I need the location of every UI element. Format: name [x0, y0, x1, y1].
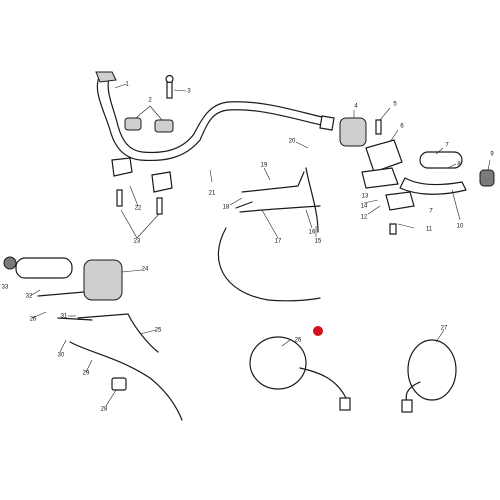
lower-cables	[57, 313, 183, 421]
callout-31: 31	[61, 314, 68, 320]
left-mirror	[249, 336, 351, 411]
callout-7-lower: 7	[429, 209, 433, 215]
leader-lines	[29, 83, 491, 407]
callout-14: 14	[361, 204, 368, 210]
callout-7-upper: 7	[445, 143, 449, 149]
callout-26-mirror: 26	[295, 338, 302, 344]
callout-20: 20	[289, 139, 296, 145]
callout-29: 29	[83, 371, 90, 377]
callout-23: 23	[134, 239, 141, 245]
callout-3: 3	[187, 89, 191, 95]
riser-clamps	[124, 74, 174, 133]
callout-27: 27	[441, 326, 448, 332]
handlebar	[95, 71, 335, 162]
callout-13: 13	[362, 194, 369, 200]
highlight-marker	[313, 326, 323, 336]
cables	[217, 167, 321, 302]
callout-26-left: 26	[30, 317, 37, 323]
bar-end-weight	[479, 169, 495, 187]
callout-24: 24	[142, 267, 149, 273]
right-mirror	[401, 339, 457, 413]
risers	[111, 157, 173, 215]
callout-labels: 1 2 3 4 5 6 7 7 8 9 10 11 12 13 14 15 16…	[2, 82, 495, 413]
callout-2: 2	[148, 98, 152, 104]
left-switch-throttle	[3, 256, 123, 301]
right-switch-housing	[339, 117, 382, 147]
callout-11: 11	[426, 227, 433, 233]
callout-25: 25	[155, 328, 162, 334]
brake-master-cylinder	[361, 139, 467, 235]
callout-9: 9	[490, 152, 494, 158]
callout-32: 32	[26, 294, 33, 300]
callout-22: 22	[135, 206, 142, 212]
callout-18: 18	[223, 205, 230, 211]
callout-15: 15	[315, 239, 322, 245]
callout-12: 12	[361, 215, 368, 221]
callout-6: 6	[400, 124, 404, 130]
callout-10: 10	[457, 224, 464, 230]
callout-33: 33	[2, 285, 9, 291]
callout-28: 28	[101, 407, 108, 413]
callout-5: 5	[393, 102, 397, 108]
callout-30: 30	[58, 353, 65, 359]
callout-1: 1	[125, 82, 129, 88]
callout-17: 17	[275, 239, 282, 245]
callout-19: 19	[261, 163, 268, 169]
callout-16: 16	[309, 230, 316, 236]
callout-4: 4	[354, 104, 358, 110]
callout-8: 8	[457, 162, 461, 168]
callout-21: 21	[209, 191, 216, 197]
